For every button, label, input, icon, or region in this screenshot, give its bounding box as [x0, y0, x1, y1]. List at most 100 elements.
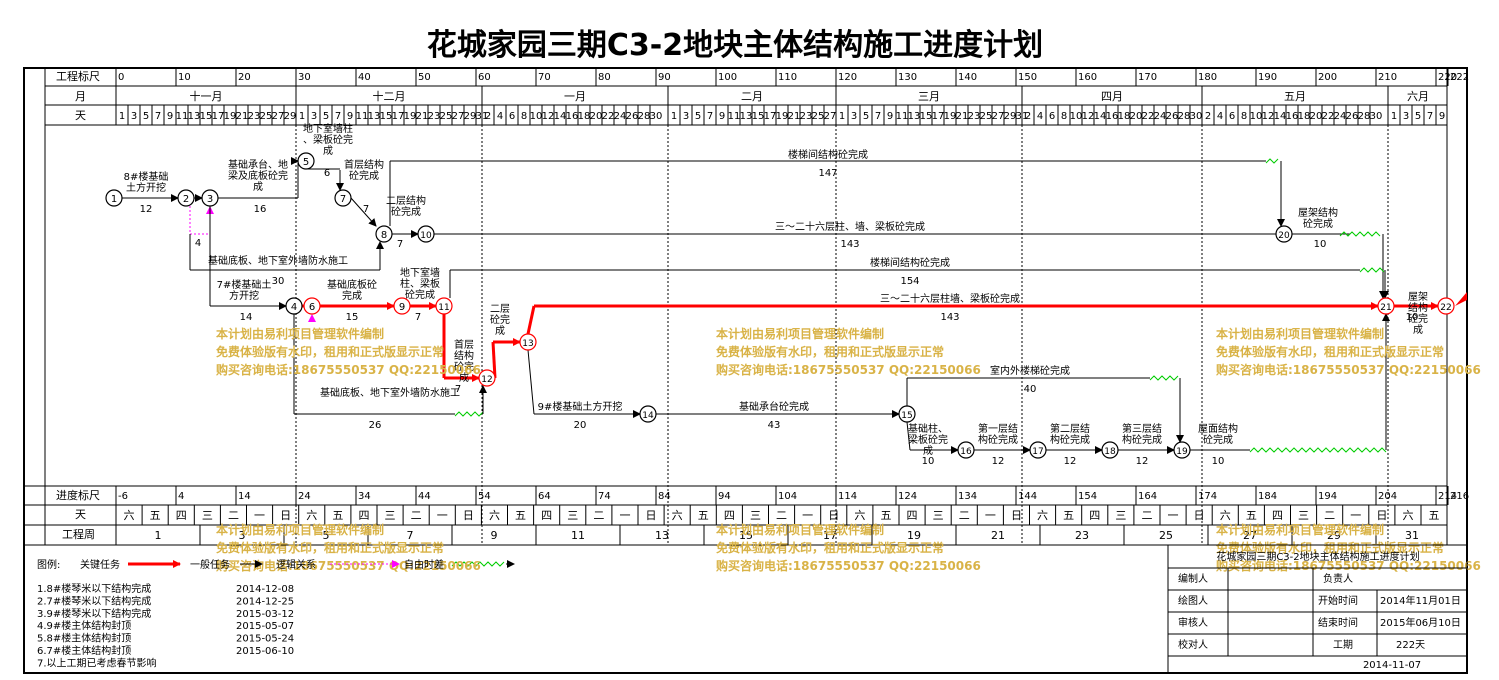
- float-8-20: [1265, 158, 1279, 164]
- day-number: 5: [143, 111, 149, 122]
- activity-name: 梁板砼完: [908, 433, 948, 446]
- month-label: 月: [75, 90, 86, 103]
- watermark-line: 本计划由易利项目管理软件编制: [1216, 326, 1384, 341]
- day-number: 5: [695, 111, 701, 122]
- week-number: 1: [155, 529, 162, 542]
- activity-name: 三～二十六层柱墙、梁板砼完成: [880, 292, 1020, 305]
- activity-name: 基础承台砼完成: [739, 400, 809, 413]
- activity-name: 砼完: [454, 360, 474, 373]
- day-number: 12: [542, 111, 555, 122]
- day-number: 6: [1049, 111, 1055, 122]
- day-number: 10: [1070, 111, 1083, 122]
- day-number: 30: [1190, 111, 1203, 122]
- day-number: 3: [131, 111, 137, 122]
- event-node: [105, 189, 123, 207]
- activity-duration: 10: [1212, 456, 1225, 467]
- event-node: [177, 189, 195, 207]
- arrow-15-16-v: [906, 421, 911, 451]
- weekday-name: 四: [541, 509, 552, 522]
- scale-value: 20: [238, 72, 251, 83]
- info-title: 花城家园三期C3-2地块主体结构施工进度计划: [1216, 550, 1419, 563]
- node-number: 10: [420, 231, 432, 241]
- activity-duration: 40: [1024, 384, 1037, 395]
- milestone-date: 2014-12-08: [236, 584, 294, 595]
- activity-duration: 30: [272, 276, 285, 287]
- watermark-line: 购买咨询电话:18675550537 QQ:22150066: [1216, 362, 1481, 377]
- scale-value: 200: [1318, 72, 1337, 83]
- day-number: 1: [119, 111, 125, 122]
- watermark-line: 本计划由易利项目管理软件编制: [1216, 522, 1384, 537]
- week-number: 25: [1159, 529, 1173, 542]
- scale-value: 0: [118, 72, 124, 83]
- activity-name: 基础底板砼: [327, 278, 377, 291]
- day-number: 19: [944, 111, 957, 122]
- activity-name: 首层: [454, 338, 474, 351]
- day-number: 28: [1358, 111, 1371, 122]
- week-number: 3: [239, 529, 246, 542]
- day-number: 15: [920, 111, 933, 122]
- day-number: 29: [284, 111, 297, 122]
- progress-value: 54: [478, 491, 491, 502]
- activity-name: 屋面结构: [1198, 422, 1238, 435]
- float-11-21: [1359, 267, 1385, 273]
- progress-value: 174: [1198, 491, 1217, 502]
- node-number: 3: [207, 194, 213, 205]
- event-node: [639, 405, 657, 423]
- activity-name: 室内外楼梯砼完成: [990, 364, 1070, 377]
- activity-arrows: [122, 158, 1467, 567]
- day-number: 7: [875, 111, 881, 122]
- day-number: 13: [188, 111, 201, 122]
- info-label: 审核人: [1178, 616, 1208, 629]
- week-number: 11: [571, 529, 585, 542]
- weekday-name: 日: [828, 509, 839, 522]
- day-number: 10: [1250, 111, 1263, 122]
- month-name: 四月: [1101, 90, 1123, 103]
- day-number: 18: [1118, 111, 1131, 122]
- event-node: [1173, 441, 1191, 459]
- scale-value: 130: [898, 72, 917, 83]
- watermark-line: 本计划由易利项目管理软件编制: [716, 326, 884, 341]
- day-number: 7: [707, 111, 713, 122]
- day-number: 12: [1082, 111, 1095, 122]
- month-name: 五月: [1284, 90, 1306, 103]
- day-number: 25: [980, 111, 993, 122]
- event-node: [201, 189, 219, 207]
- day-number: 22: [1142, 111, 1155, 122]
- activity-name: 构砼完成: [978, 433, 1018, 446]
- weekday-name: 三: [202, 509, 213, 522]
- week-number: 17: [823, 529, 837, 542]
- progress-label: 进度标尺: [56, 488, 100, 502]
- activity-duration: 12: [992, 456, 1005, 467]
- day-number: 16: [1286, 111, 1299, 122]
- activity-name: 方开挖: [229, 289, 259, 302]
- activity-name: 成: [459, 372, 469, 384]
- legend-title: 图例:: [37, 558, 60, 571]
- scale-label: 工程标尺: [56, 69, 100, 83]
- activity-name: 8#楼基础: [124, 170, 169, 183]
- day-number: 15: [200, 111, 213, 122]
- activity-name: 、梁板砼完: [303, 133, 353, 146]
- month-name: 十二月: [373, 89, 406, 103]
- day-number: 18: [1298, 111, 1311, 122]
- scale-value: 210: [1378, 72, 1397, 83]
- watermark-line: 免费体验版有水印，租用和正式版显示正常: [1216, 540, 1444, 555]
- weekday-name: 六: [306, 509, 317, 522]
- day-number: 30: [1370, 111, 1383, 122]
- weekday-name: 二: [1141, 509, 1152, 522]
- arrow-12-13-v: [491, 341, 497, 379]
- weekday-name: 五: [515, 509, 526, 522]
- legend-critical: 关键任务: [80, 558, 120, 571]
- week-label: 工程周: [62, 528, 95, 541]
- node-number: 20: [1278, 231, 1290, 241]
- logic-arrow-6: [308, 314, 316, 322]
- node-number: 22: [1440, 303, 1451, 313]
- node-number: 14: [642, 411, 654, 421]
- watermark-line: 本计划由易利项目管理软件编制: [216, 522, 384, 537]
- milestone-text: 3.9#楼琴米以下结构完成: [37, 607, 151, 620]
- weekday-name: 二: [776, 509, 787, 522]
- activity-duration: 20: [574, 420, 587, 431]
- activity-duration: 12: [1064, 456, 1077, 467]
